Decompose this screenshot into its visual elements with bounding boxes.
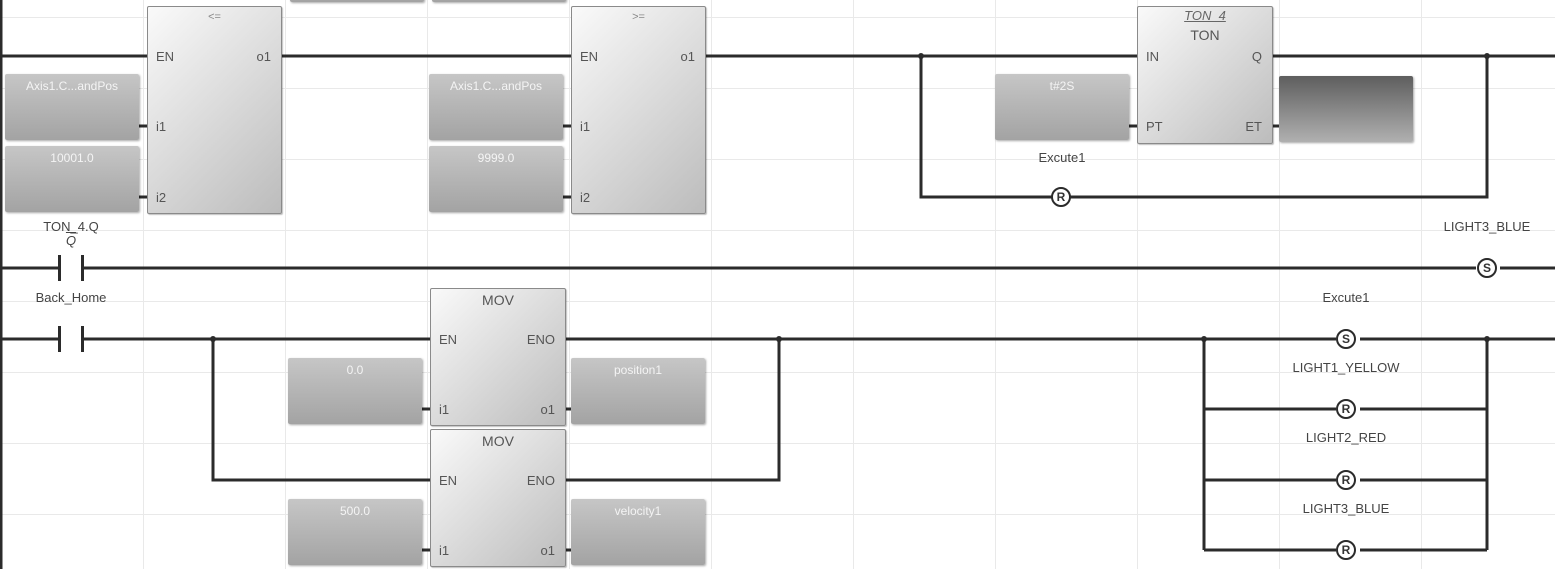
ge-i2-variable[interactable]: 9999.0 (429, 146, 563, 212)
ton-q-pin[interactable]: Q (1251, 49, 1262, 64)
reset-coil-light1-yellow[interactable]: R (1336, 399, 1356, 419)
mov1-i1-pin[interactable]: i1 (439, 402, 450, 417)
ge-operator: >= (632, 11, 645, 23)
mov-block-1[interactable]: MOV EN ENO i1 o1 (430, 288, 566, 426)
ton-pt-pin[interactable]: PT (1146, 119, 1163, 134)
le-o1-pin[interactable]: o1 (256, 49, 271, 64)
ton-timer-block[interactable]: TON_4 TON IN Q PT ET (1137, 6, 1273, 144)
ge-i2-pin[interactable]: i2 (580, 190, 591, 205)
mov2-i1-pin[interactable]: i1 (439, 543, 450, 558)
coil-excute1-label: Excute1 (1322, 290, 1370, 305)
ton-q-contact[interactable] (58, 255, 84, 281)
ton-in-pin[interactable]: IN (1146, 49, 1159, 64)
ton-q-contact-label: TON_4.Q (43, 219, 99, 234)
back-home-contact-label: Back_Home (35, 290, 107, 305)
set-coil-excute1[interactable]: S (1336, 329, 1356, 349)
mov1-en-pin[interactable]: EN (439, 332, 458, 347)
mov1-o1-pin[interactable]: o1 (540, 402, 555, 417)
mov1-output-variable[interactable]: position1 (571, 358, 705, 424)
mov1-input-variable[interactable]: 0.0 (288, 358, 422, 424)
mov2-en-pin[interactable]: EN (439, 473, 458, 488)
le-i2-pin[interactable]: i2 (156, 190, 167, 205)
mov1-eno-pin[interactable]: ENO (526, 332, 555, 347)
ge-compare-block[interactable]: >= EN o1 i1 i2 (571, 6, 706, 214)
mov2-input-variable[interactable]: 500.0 (288, 499, 422, 565)
ge-i1-variable[interactable]: Axis1.C...andPos (429, 74, 563, 140)
coil-light2-label: LIGHT2_RED (1305, 430, 1387, 445)
mov2-output-variable[interactable]: velocity1 (571, 499, 705, 565)
le-i1-pin[interactable]: i1 (156, 119, 167, 134)
ton-pt-variable[interactable]: t#2S (995, 74, 1129, 140)
reset-coil-label: Excute1 (1038, 150, 1086, 165)
ge-o1-pin[interactable]: o1 (680, 49, 695, 64)
set-coil-light3-label: LIGHT3_BLUE (1443, 219, 1531, 234)
ge-en-pin[interactable]: EN (580, 49, 599, 64)
mov2-eno-pin[interactable]: ENO (526, 473, 555, 488)
mov1-title: MOV (482, 292, 514, 308)
ge-i1-pin[interactable]: i1 (580, 119, 591, 134)
ton-instance-name: TON_4 (1184, 8, 1226, 23)
le-i1-variable[interactable]: Axis1.C...andPos (5, 74, 139, 140)
le-operator: <= (208, 11, 221, 23)
back-home-contact[interactable] (58, 326, 84, 352)
reset-coil-light3-blue[interactable]: R (1336, 540, 1356, 560)
coil-light1-label: LIGHT1_YELLOW (1292, 360, 1400, 375)
ton-et-pin[interactable]: ET (1245, 119, 1262, 134)
le-en-pin[interactable]: EN (156, 49, 175, 64)
mov2-o1-pin[interactable]: o1 (540, 543, 555, 558)
le-i2-variable[interactable]: 10001.0 (5, 146, 139, 212)
mov-block-2[interactable]: MOV EN ENO i1 o1 (430, 429, 566, 567)
set-coil-light3-blue[interactable]: S (1477, 258, 1497, 278)
ton-q-contact-modifier: Q (65, 233, 77, 248)
reset-coil-excute1[interactable]: R (1051, 187, 1071, 207)
le-compare-block[interactable]: <= EN o1 i1 i2 (147, 6, 282, 214)
ton-et-variable[interactable] (1279, 76, 1413, 142)
reset-coil-light2-red[interactable]: R (1336, 470, 1356, 490)
coil-light3-label: LIGHT3_BLUE (1302, 501, 1390, 516)
partial-variable-top-2 (432, 0, 566, 2)
partial-variable-top-1 (290, 0, 424, 2)
mov2-title: MOV (482, 433, 514, 449)
ton-type: TON (1190, 27, 1220, 43)
